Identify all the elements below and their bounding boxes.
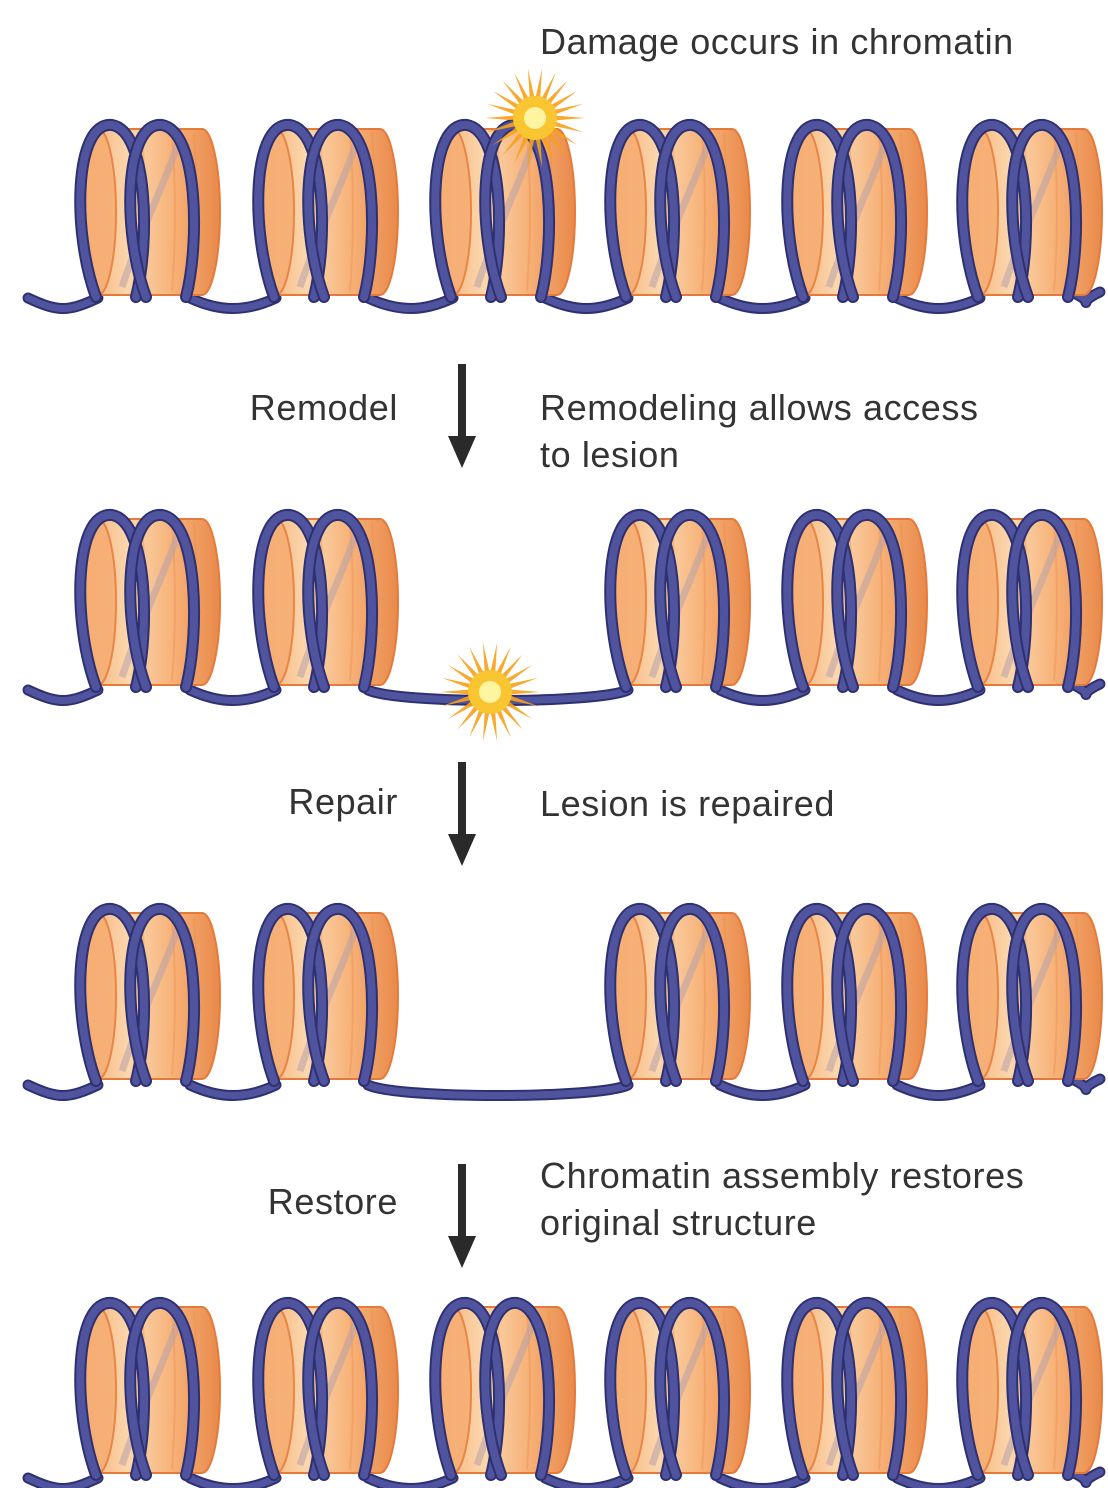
chromatin-row-repaired xyxy=(28,909,1102,1096)
step-label-repair: Repair xyxy=(288,778,398,825)
arrow-down-icon xyxy=(447,762,477,866)
chromatin-row-restored xyxy=(28,1303,1102,1488)
step-label-remodel: Remodel xyxy=(250,384,398,431)
step-description-repair: Lesion is repaired xyxy=(540,780,835,827)
step-label-restore: Restore xyxy=(268,1178,398,1225)
title-label: Damage occurs in chromatin xyxy=(540,18,1014,65)
starburst-icon xyxy=(440,643,540,742)
chromatin-row-damaged xyxy=(28,69,1102,309)
step-description-remodel: Remodeling allows access to lesion xyxy=(540,384,979,478)
arrow-down-icon xyxy=(447,364,477,468)
arrow-down-icon xyxy=(447,1164,477,1268)
chromatin-row-remodeled xyxy=(28,515,1102,742)
step-description-restore: Chromatin assembly restores original str… xyxy=(540,1152,1024,1246)
